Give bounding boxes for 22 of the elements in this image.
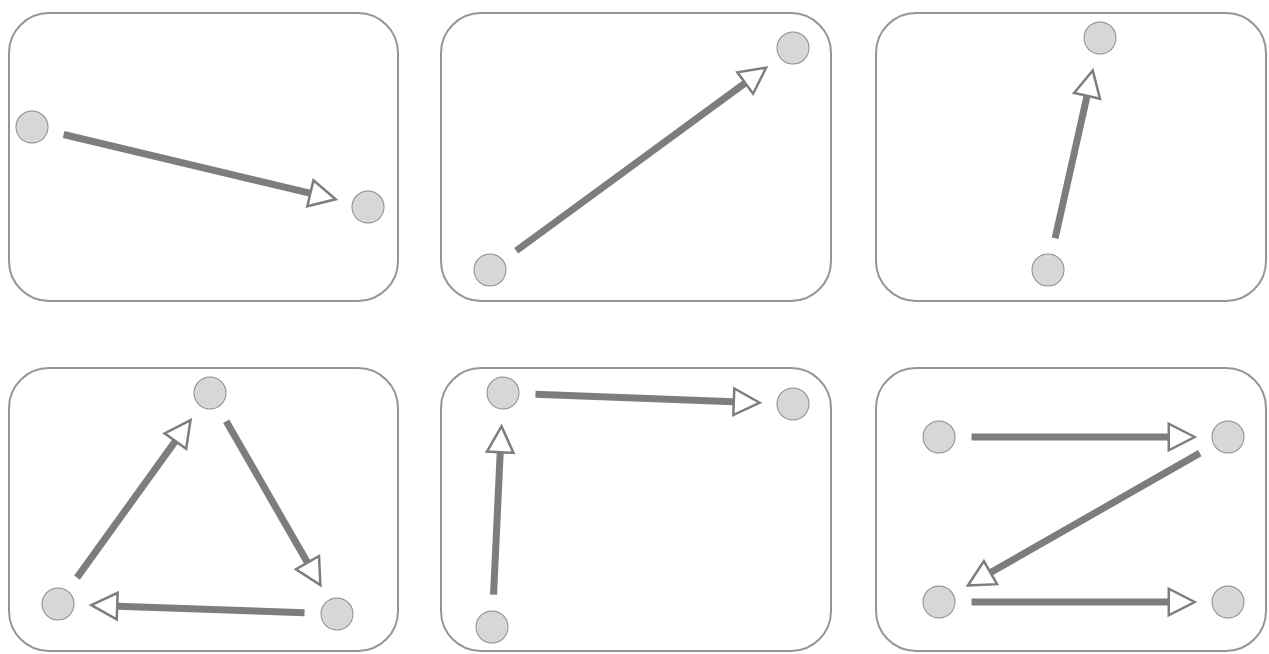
sphere (193, 376, 227, 410)
sphere (320, 597, 354, 631)
sphere (1211, 585, 1245, 619)
sphere (473, 253, 507, 287)
sphere (922, 420, 956, 454)
panel-box (440, 367, 832, 652)
sphere (15, 110, 49, 144)
panel-box (875, 367, 1267, 652)
sphere (1211, 420, 1245, 454)
panel-box (440, 12, 832, 302)
sphere (475, 610, 509, 644)
sphere (922, 585, 956, 619)
panel-box (8, 12, 399, 302)
sphere (351, 190, 385, 224)
panel-box (875, 12, 1267, 302)
panel-box (8, 367, 399, 652)
sphere (1031, 253, 1065, 287)
sphere (486, 376, 520, 410)
sphere (776, 387, 810, 421)
sphere (41, 587, 75, 621)
sphere (776, 31, 810, 65)
sphere (1083, 21, 1117, 55)
